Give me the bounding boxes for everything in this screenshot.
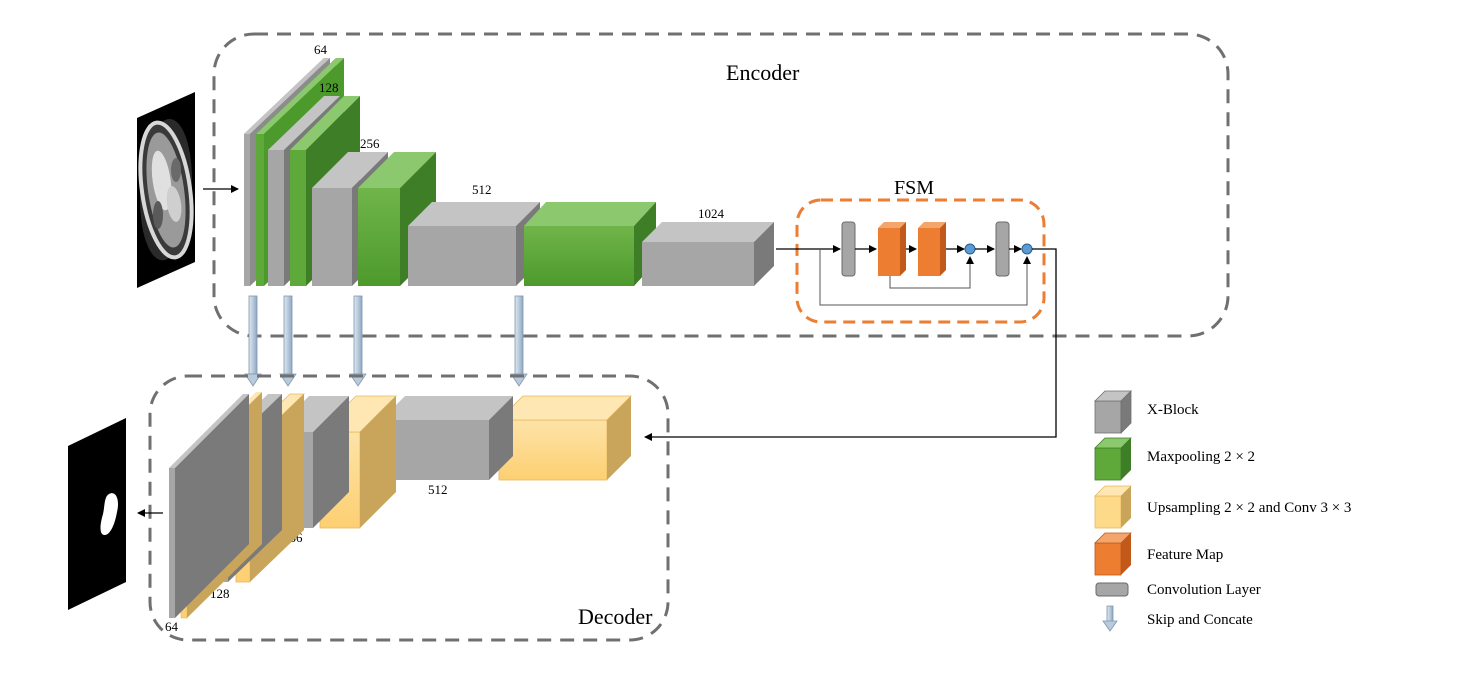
fsm-sum-node-2 [1021, 243, 1033, 255]
bottleneck-to-decoder-line [644, 248, 1057, 441]
fsm-residual-2 [819, 249, 1031, 306]
label-enc-128: 128 [319, 80, 339, 95]
legend-item-upsample: Upsampling 2 × 2 and Conv 3 × 3 [1094, 485, 1351, 529]
fsm-feature-map-2 [918, 222, 946, 276]
decoder-title: Decoder [578, 604, 653, 629]
fsm-conv-layer-2 [995, 221, 1010, 277]
decoder-xblock-64 [169, 394, 249, 618]
legend-item-xblock: X-Block [1094, 390, 1199, 434]
label-enc-1024: 1024 [698, 206, 725, 221]
legend-label-skip: Skip and Concate [1147, 612, 1253, 628]
decoder-upsample-256 [319, 395, 397, 529]
legend-label-upsample: Upsampling 2 × 2 and Conv 3 × 3 [1147, 500, 1351, 516]
legend: X-Block Maxpooling 2 × 2 Upsampling 2 × … [1094, 390, 1351, 632]
skip-arrow-128 [279, 295, 297, 387]
output-mask-image [68, 418, 126, 610]
orange-cube-icon [1094, 532, 1132, 576]
skip-arrow-icon [1102, 605, 1118, 632]
encoder-region [212, 32, 1230, 338]
skip-arrow-64 [244, 295, 262, 387]
fsm-feature-map-1 [878, 222, 906, 276]
label-enc-512: 512 [472, 182, 492, 197]
legend-label-maxpool: Maxpooling 2 × 2 [1147, 449, 1255, 465]
legend-label-conv-layer: Convolution Layer [1147, 582, 1261, 598]
encoder-xblock-1024 [642, 222, 774, 286]
input-mri-image [137, 92, 195, 288]
decoder-xblock-512 [381, 396, 513, 480]
encoder-xblock-512 [408, 202, 540, 286]
conv-layer-icon [1095, 582, 1129, 597]
legend-item-maxpool: Maxpooling 2 × 2 [1094, 437, 1255, 481]
gray-cube-icon [1094, 390, 1132, 434]
fsm-conv-layer-1 [841, 221, 856, 277]
yellow-cube-icon [1094, 485, 1132, 529]
legend-item-conv-layer: Convolution Layer [1095, 582, 1261, 598]
label-enc-64: 64 [314, 42, 328, 57]
decoder-upsample-512 [498, 395, 632, 481]
skip-arrow-256 [349, 295, 367, 387]
legend-item-feature-map: Feature Map [1094, 532, 1223, 576]
legend-label-xblock: X-Block [1147, 402, 1199, 418]
skip-arrow-512 [510, 295, 528, 387]
legend-label-feature-map: Feature Map [1147, 547, 1223, 563]
encoder-maxpool-512 [524, 202, 656, 286]
decoder-region [148, 374, 670, 642]
fsm-residual-1 [889, 256, 974, 289]
legend-item-skip: Skip and Concate [1102, 605, 1253, 632]
green-cube-icon [1094, 437, 1132, 481]
fsm-sum-node-1 [964, 243, 976, 255]
encoder-title: Encoder [726, 60, 800, 85]
fsm-title: FSM [894, 177, 934, 199]
label-enc-256: 256 [360, 136, 380, 151]
label-dec-64: 64 [165, 619, 179, 634]
fsm-region [795, 198, 1046, 324]
label-dec-512: 512 [428, 482, 448, 497]
